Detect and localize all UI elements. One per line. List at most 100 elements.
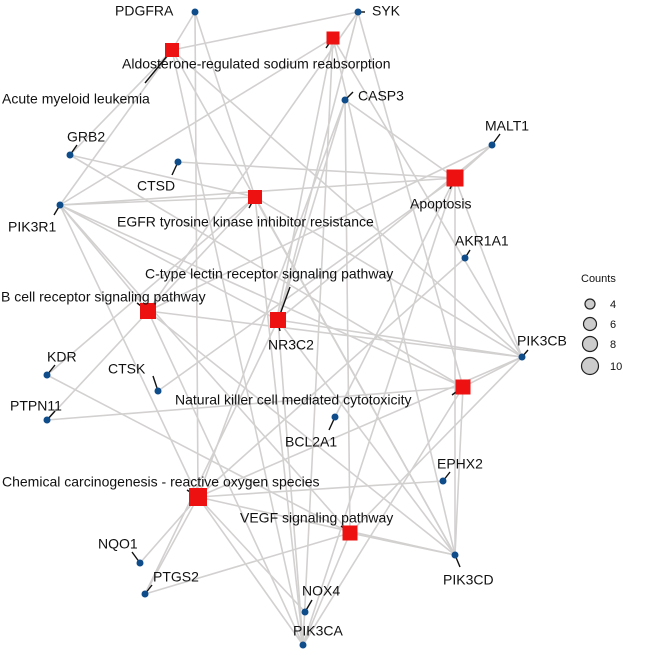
edge-aldo-pik3cd: [332, 37, 456, 556]
edge-aml-syk: [171, 11, 359, 51]
gene-node-pik3ca: [299, 641, 307, 649]
edge-aldo-pik3r1: [59, 37, 334, 206]
pathway-label-bcell: B cell receptor signaling pathway: [1, 289, 206, 305]
pathway-label-nk: Natural killer cell mediated cytotoxicit…: [175, 392, 412, 408]
gene-node-nox4: [301, 608, 309, 616]
gene-label-ptgs2: PTGS2: [153, 569, 199, 585]
edge-egfr-grb2: [69, 154, 256, 198]
edge-ctype-syk: [277, 11, 359, 321]
edge-chem-casp3: [197, 99, 346, 498]
gene-node-ptpn11: [43, 416, 51, 424]
edge-chem-nox4: [197, 496, 306, 613]
gene-label-pdgfra: PDGFRA: [115, 3, 174, 19]
legend-label-8: 8: [610, 339, 616, 351]
legend-circle-10: [580, 356, 600, 376]
legend-title: Counts: [581, 273, 616, 285]
gene-node-malt1: [488, 141, 496, 149]
pathway-label-apop: Apoptosis: [410, 196, 471, 212]
edge-vegf-pik3ca: [302, 532, 351, 646]
gene-node-pik3cb: [518, 353, 526, 361]
gene-label-akr1a1: AKR1A1: [455, 233, 509, 249]
legend-label-4: 4: [610, 299, 616, 311]
pathway-node-vegf: [342, 525, 358, 541]
edge-aml-pik3r1: [59, 49, 173, 206]
gene-node-nqo1: [136, 559, 144, 567]
pathway-label-aldo: Aldosterone-regulated sodium reabsorptio…: [122, 56, 391, 72]
edge-ctype-pik3r1: [59, 204, 279, 321]
edge-vegf-pik3cd: [349, 532, 456, 556]
edge-bcell-pik3ca: [147, 310, 304, 646]
gene-label-nqo1: NQO1: [98, 536, 138, 552]
gene-node-akr1a1: [461, 254, 469, 262]
edge-egfr-kdr: [46, 196, 256, 376]
edge-vegf-pik3r1: [59, 204, 351, 534]
edge-chem-pdgfra: [194, 11, 199, 498]
gene-node-grb2: [66, 151, 74, 159]
edge-apop-pik3ca: [302, 177, 456, 646]
edge-vegf-ptgs2: [144, 532, 351, 595]
pathway-label-egfr: EGFR tyrosine kinase inhibitor resistanc…: [117, 214, 374, 230]
edge-bcell-pik3cb: [147, 310, 523, 358]
gene-node-pik3cd: [451, 551, 459, 559]
gene-label-grb2: GRB2: [67, 129, 105, 145]
edge-chem-akr1a1: [197, 257, 466, 498]
gene-node-ptgs2: [141, 590, 149, 598]
gene-label-ptpn11: PTPN11: [10, 398, 62, 414]
pathway-label-vegf: VEGF signaling pathway: [240, 510, 393, 526]
edge-vegf-kdr: [46, 374, 351, 534]
legend-circle-8: [581, 335, 599, 353]
gene-label-kdr: KDR: [47, 349, 77, 365]
gene-node-ephx2: [439, 477, 447, 485]
edge-ctype-ptgs2: [144, 319, 279, 595]
pathway-label-chem: Chemical carcinogenesis - reactive oxyge…: [2, 474, 319, 490]
gene-node-bcl2a1: [331, 413, 339, 421]
edge-aldo-pik3ca: [302, 37, 334, 646]
edge-egfr-pdgfra: [194, 11, 256, 198]
edge-nk-syk: [357, 11, 464, 388]
edge-chem-ephx2: [197, 480, 444, 498]
gene-label-bcl2a1: BCL2A1: [285, 434, 337, 450]
pathway-label-aml: Acute myeloid leukemia: [2, 91, 150, 107]
pathway-node-ctype: [270, 312, 286, 328]
edge-apop-pik3cb: [454, 177, 523, 358]
gene-label-pik3ca: PIK3CA: [293, 623, 343, 639]
edge-apop-ctsk: [157, 177, 456, 392]
gene-node-casp3: [341, 96, 349, 104]
node-layer: [43, 8, 526, 649]
gene-label-nr3c2: NR3C2: [268, 337, 314, 353]
edge-ctype-pik3cb: [277, 319, 523, 358]
legend-circle-4: [584, 298, 596, 310]
gene-label-pik3cb: PIK3CB: [517, 333, 567, 349]
gene-label-ctsd: CTSD: [137, 178, 175, 194]
pathway-node-nk: [455, 379, 471, 395]
edge-bcell-malt1: [147, 144, 493, 312]
edge-egfr-pik3cd: [254, 196, 456, 556]
legend-circle-6: [582, 316, 598, 332]
gene-label-ephx2: EPHX2: [437, 456, 483, 472]
edge-ctype-casp3: [277, 99, 346, 321]
legend: Counts 4 6 8 10: [580, 273, 622, 376]
gene-label-pik3cd: PIK3CD: [443, 572, 494, 588]
edge-aldo-nr3c2: [276, 37, 334, 319]
edge-apop-casp3: [344, 99, 456, 179]
gene-node-kdr: [43, 371, 51, 379]
gene-label-malt1: MALT1: [485, 118, 529, 134]
edge-egfr-pik3ca: [254, 196, 304, 646]
edge-egfr-pik3r1: [59, 196, 256, 206]
edge-nk-pik3r1: [59, 204, 464, 388]
edge-chem-pik3r1: [59, 204, 199, 498]
edge-aml-pik3ca: [171, 49, 304, 646]
edge-chem-nqo1: [139, 496, 199, 564]
gene-label-casp3: CASP3: [358, 88, 404, 104]
edge-aml-grb2: [69, 49, 173, 156]
pathway-node-aldo: [326, 31, 340, 45]
gene-node-syk: [354, 8, 362, 16]
legend-label-10: 10: [610, 361, 622, 373]
gene-label-ctsk: CTSK: [108, 361, 146, 377]
edge-nk-pik3ca: [302, 386, 464, 646]
edge-vegf-casp3: [344, 99, 351, 534]
gene-label-nox4: NOX4: [302, 583, 340, 599]
edge-bcell-pik3cd: [147, 310, 456, 556]
